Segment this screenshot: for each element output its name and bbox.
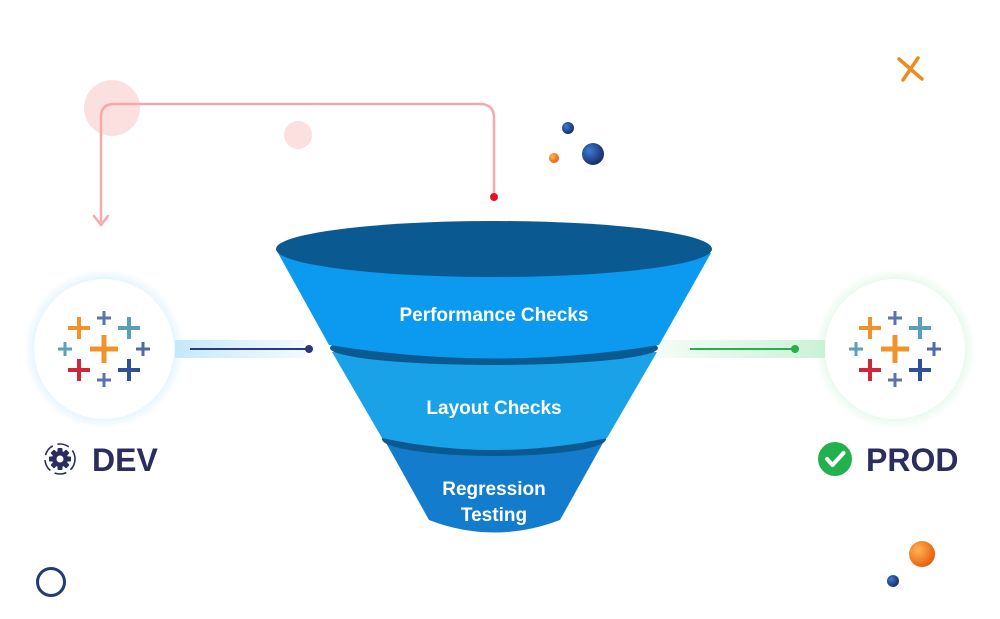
decor-dot-navy-small xyxy=(562,122,574,134)
decor-ring xyxy=(36,567,66,597)
gear-icon xyxy=(44,443,76,475)
funnel-top-opening xyxy=(276,221,712,277)
decor-dot-navy-medium xyxy=(582,143,604,165)
check-circle-icon xyxy=(818,442,852,476)
feedback-arrowhead-icon xyxy=(92,214,110,228)
stage-layout-label: Layout Checks xyxy=(426,398,561,419)
stage-performance-label: Performance Checks xyxy=(399,305,588,326)
feedback-origin-dot xyxy=(490,193,498,201)
stage-regression-label-line2: Testing xyxy=(461,505,527,526)
prod-connector-dot xyxy=(791,345,799,353)
decor-cross-icon xyxy=(897,56,924,82)
decor-bubble-small xyxy=(284,121,312,149)
dev-connector-dot xyxy=(305,345,313,353)
decor-dot-orange-small xyxy=(549,153,559,163)
decor-dot-navy-bottom xyxy=(887,575,899,587)
decor-orb-orange xyxy=(909,541,935,567)
funnel-stage-performance-body xyxy=(278,253,711,359)
funnel-stage-layout-body xyxy=(332,352,657,450)
stage-regression-label-line1: Regression xyxy=(442,479,545,500)
decor-bubble-large xyxy=(84,80,140,136)
funnel: Performance Checks Layout Checks Regress… xyxy=(276,221,712,533)
feedback-loop-arrow xyxy=(99,102,496,222)
funnel-stage-regression-body xyxy=(385,441,604,533)
dev-label: DEV xyxy=(92,442,158,478)
prod-label: PROD xyxy=(866,442,958,478)
